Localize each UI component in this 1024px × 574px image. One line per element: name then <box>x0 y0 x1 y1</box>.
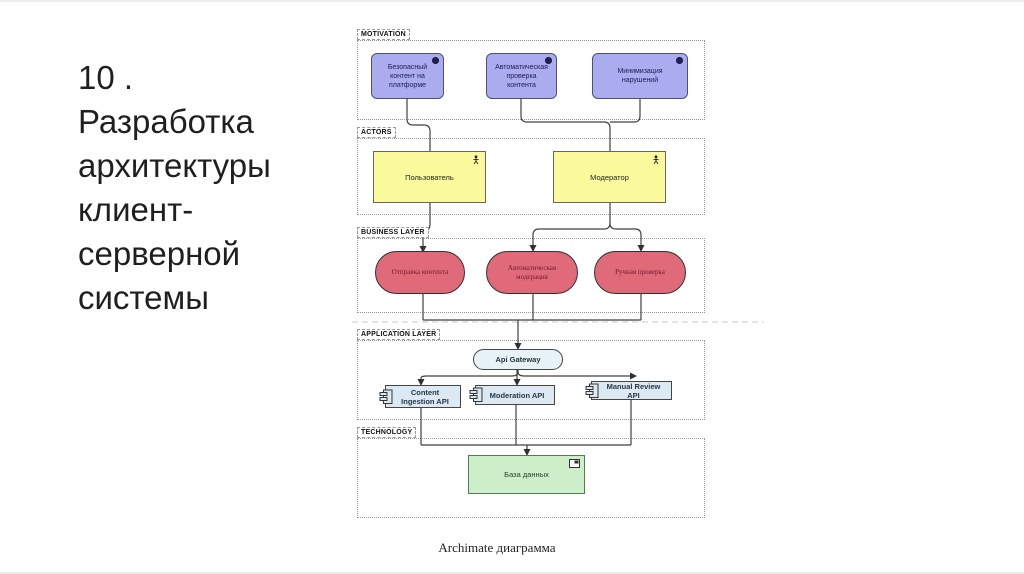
goal-icon <box>676 57 683 64</box>
person-icon <box>653 155 659 165</box>
component-icon <box>379 389 393 404</box>
component-manual-review-api: Manual Review API <box>585 381 672 400</box>
actor-moderator: Модератор <box>553 151 666 203</box>
component-content-ingestion-api: Content Ingestion API <box>379 385 461 408</box>
actor-user: Пользователь <box>373 151 486 203</box>
actor-label: Пользователь <box>405 172 454 182</box>
component-moderation-api: Moderation API <box>469 385 555 405</box>
node-icon <box>569 459 580 468</box>
process-auto-moderation: Автоматическая модерация <box>486 251 578 294</box>
process-label: Отправка контента <box>391 268 449 277</box>
component-label: Manual Review API <box>606 381 661 400</box>
goal-minimize-violations: Минимизация нарушений <box>592 53 688 99</box>
component-label: Moderation API <box>489 390 545 400</box>
process-manual-check: Ручная проверка <box>594 251 686 294</box>
process-send-content: Отправка контента <box>375 251 465 294</box>
goal-icon <box>545 57 552 64</box>
layer-label-technology: TECHNOLOGY <box>357 427 417 438</box>
goal-label: Автоматическая проверка контента <box>495 63 548 89</box>
component-icon <box>585 383 599 398</box>
actor-label: Модератор <box>590 172 629 182</box>
goal-icon <box>432 57 439 64</box>
process-label: Ручная проверка <box>615 268 665 277</box>
database-node: База данных <box>468 455 585 494</box>
diagram-caption: Archimate диаграмма <box>438 540 556 555</box>
person-icon <box>473 155 479 165</box>
slide-title: 10 . Разработка архитектуры клиент- серв… <box>78 59 271 316</box>
goal-label: Безопасный контент на платформе <box>387 63 428 89</box>
layer-box-actors <box>357 138 705 215</box>
goal-label: Минимизация нарушений <box>617 68 663 84</box>
goal-safe-content: Безопасный контент на платформе <box>371 53 444 99</box>
gateway-label: Api Gateway <box>495 355 541 364</box>
component-label: Content Ingestion API <box>401 387 449 406</box>
layer-box-business <box>357 238 705 313</box>
layer-box-application <box>357 340 705 420</box>
layer-label-motivation: MOTIVATION <box>357 29 410 40</box>
layer-label-actors: ACTORS <box>357 127 396 138</box>
api-gateway-node: Api Gateway <box>473 349 563 370</box>
layer-label-application: APPLICATION LAYER <box>357 329 441 340</box>
layer-box-motivation <box>357 40 705 120</box>
layer-box-technology <box>357 438 705 518</box>
process-label: Автоматическая модерация <box>507 264 557 281</box>
goal-auto-check: Автоматическая проверка контента <box>486 53 557 99</box>
layer-label-business: BUSINESS LAYER <box>357 227 429 238</box>
database-label: База данных <box>504 470 549 479</box>
component-icon <box>469 387 483 402</box>
